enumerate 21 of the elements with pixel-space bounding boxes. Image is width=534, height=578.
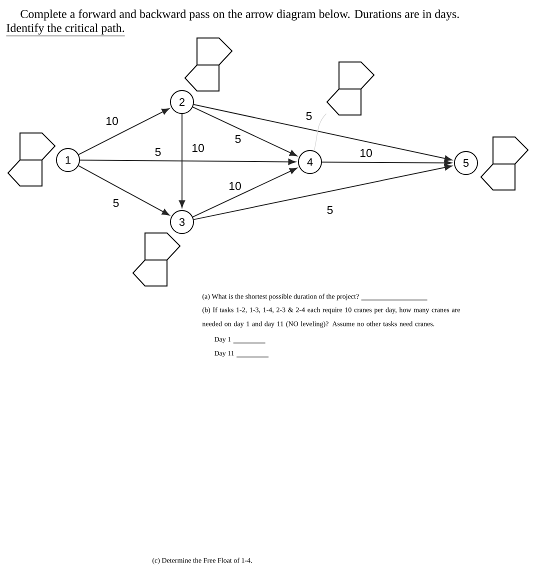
instruction-text: Identify the critical path. — [6, 23, 126, 36]
arrow — [192, 106, 298, 156]
arrow — [79, 158, 296, 165]
arrow — [321, 160, 452, 166]
arrow — [178, 113, 186, 208]
edge-label: 5 — [327, 206, 333, 214]
arrow — [193, 104, 452, 162]
edge-label: 10 — [106, 116, 118, 126]
edge-label: 5 — [155, 148, 161, 156]
edge-label: 5 — [306, 112, 312, 120]
arrow — [193, 164, 452, 220]
arrow — [78, 165, 170, 216]
leader-line — [314, 113, 327, 152]
arrow — [78, 108, 170, 156]
arrow — [192, 168, 298, 218]
edge-label: 10 — [229, 182, 241, 190]
edge-label: 5 — [113, 199, 119, 208]
edge-label: 10 — [192, 144, 204, 152]
instruction-text: Complete a forward and backward pass on the arrow diagram below. Durations are in days. — [20, 9, 459, 21]
edge-label: 10 — [360, 148, 372, 158]
edge-label: 5 — [235, 135, 241, 144]
